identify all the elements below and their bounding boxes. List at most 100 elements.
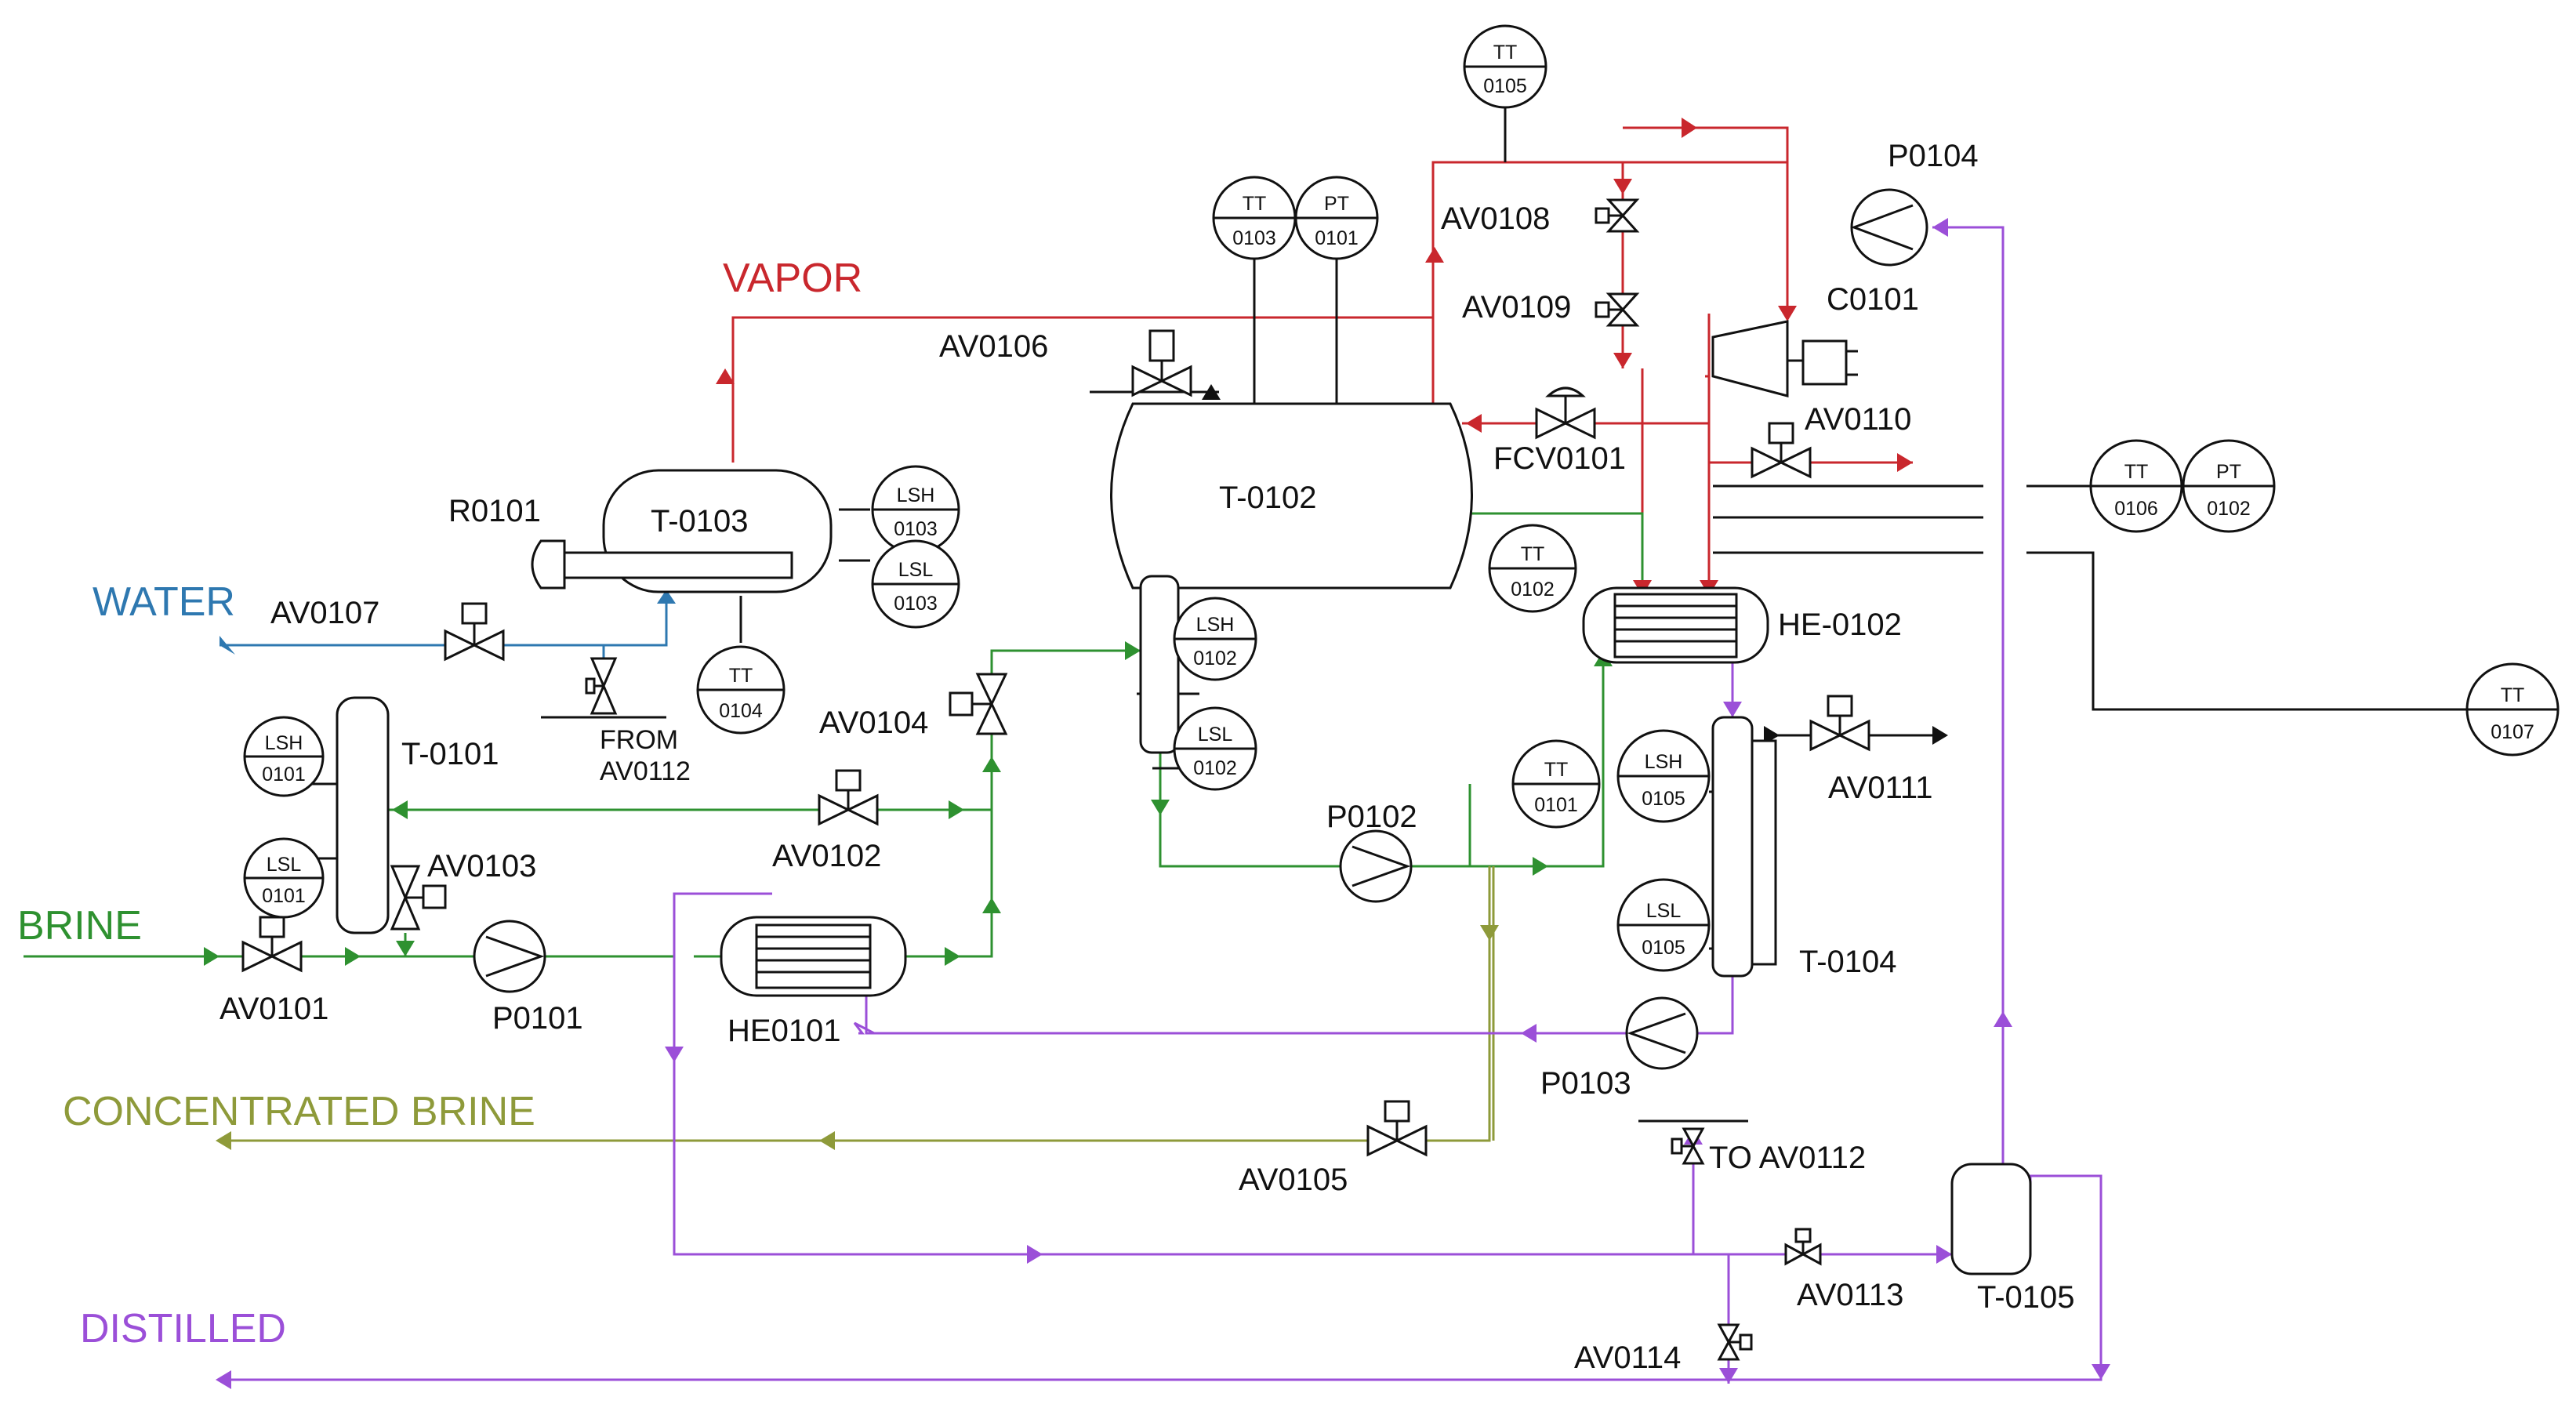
tank-t0104[interactable] (1711, 716, 1777, 978)
instrument-tt0101[interactable] (1511, 739, 1601, 829)
label-av0102: AV0102 (772, 839, 881, 873)
stream-labels: VAPOR WATER BRINE CONCENTRATED BRINE DIS… (17, 256, 862, 1352)
valve-av0111[interactable] (1809, 695, 1870, 752)
lsh0105-tag: LSH (1645, 751, 1683, 773)
label-he0101: HE0101 (727, 1014, 841, 1048)
label-r0101: R0101 (448, 494, 541, 528)
label-t0105: T-0105 (1977, 1280, 2075, 1315)
valve-av0104[interactable] (949, 673, 1008, 735)
tt0106-tag: TT (2124, 461, 2149, 483)
instrument-lsh0105[interactable] (1616, 729, 1711, 823)
lsl0101-tag: LSL (267, 854, 302, 876)
tt0104-num: 0104 (719, 700, 763, 722)
label-p0101: P0101 (492, 1001, 583, 1036)
label-t0101: T-0101 (401, 737, 499, 771)
valve-av0109[interactable] (1595, 292, 1640, 327)
label-av0109: AV0109 (1462, 290, 1571, 325)
pump-p0102[interactable] (1339, 829, 1413, 903)
instrument-text: TT 0105 TT 0103 PT 0101 LSH 0103 LSL 010… (262, 42, 2534, 959)
label-fcv0101: FCV0101 (1493, 441, 1626, 476)
valve-av0106[interactable] (1131, 329, 1192, 397)
instrument-pt0102[interactable] (2182, 439, 2276, 533)
instrument-tt0102[interactable] (1488, 524, 1577, 613)
lsl0101-num: 0101 (262, 885, 306, 907)
valve-av0103[interactable] (390, 865, 447, 931)
instrument-tt0105[interactable] (1463, 24, 1547, 109)
label-t0102: T-0102 (1219, 481, 1317, 515)
tank-t0102[interactable] (1110, 402, 1473, 590)
valve-av0112-to[interactable] (1671, 1127, 1705, 1165)
valve-av0105[interactable] (1366, 1100, 1428, 1157)
valve-av0107[interactable] (444, 602, 505, 662)
instrument-lsh0101[interactable] (243, 716, 325, 797)
heat-exchanger-he0101[interactable] (720, 916, 907, 997)
instrument-lsl0101[interactable] (243, 837, 325, 919)
pump-p0104[interactable] (1850, 188, 1928, 267)
instrument-tt0104[interactable] (696, 645, 785, 735)
label-av0106: AV0106 (939, 329, 1048, 364)
instrument-lsl0105[interactable] (1616, 878, 1711, 972)
stream-label-brine: BRINE (17, 903, 142, 949)
lsl0103-tag: LSL (898, 559, 934, 581)
valve-av0101[interactable] (241, 916, 303, 973)
lsh0105-num: 0105 (1642, 788, 1685, 810)
lsl0102-num: 0102 (1193, 757, 1237, 779)
label-av0110: AV0110 (1805, 402, 1911, 437)
instrument-tt0106[interactable] (2089, 439, 2183, 533)
instrument-lsl0102[interactable] (1173, 706, 1257, 791)
label-c0101: C0101 (1827, 282, 1919, 317)
label-av0114: AV0114 (1574, 1341, 1681, 1375)
instrument-tt0107[interactable] (2465, 662, 2560, 756)
tt0107-tag: TT (2501, 684, 2525, 706)
instrument-pt0101[interactable] (1294, 176, 1379, 260)
instrument-lsl0103[interactable] (871, 539, 960, 629)
instruments (243, 24, 2560, 972)
instrument-lsh0103[interactable] (871, 465, 960, 554)
label-av0108: AV0108 (1441, 201, 1550, 236)
equipment (336, 188, 2032, 1275)
tag-labels: T-0103 R0101 T-0102 T-0101 T-0104 T-0105… (220, 139, 2075, 1375)
heat-exchanger-he0102[interactable] (1582, 586, 1769, 664)
valve-av0114[interactable] (1717, 1323, 1753, 1361)
valve-fcv0101[interactable] (1535, 386, 1596, 440)
label-to-av0112: TO AV0112 (1709, 1141, 1866, 1175)
lsl0105-tag: LSL (1646, 900, 1682, 922)
pump-p0103[interactable] (1625, 996, 1699, 1070)
label-t0103: T-0103 (651, 504, 749, 539)
label-p0103: P0103 (1540, 1066, 1631, 1101)
pt0102-tag: PT (2216, 461, 2241, 483)
tt0102-num: 0102 (1511, 579, 1555, 600)
tank-t0103[interactable] (531, 469, 833, 593)
tank-t0101[interactable] (336, 696, 390, 934)
label-av0105: AV0105 (1239, 1163, 1348, 1197)
tt0101-tag: TT (1544, 759, 1569, 781)
valve-av0108[interactable] (1595, 198, 1640, 233)
valve-av0102[interactable] (818, 769, 879, 826)
stream-label-distilled: DISTILLED (80, 1306, 286, 1352)
label-from-av0112-line2: AV0112 (600, 756, 691, 786)
lsh0103-num: 0103 (894, 518, 938, 540)
tt0105-tag: TT (1493, 42, 1518, 63)
lsh0102-tag: LSH (1196, 614, 1235, 636)
instrument-lsh0102[interactable] (1173, 597, 1257, 681)
lsl0103-num: 0103 (894, 593, 938, 615)
concentrated-brine-lines (220, 866, 1495, 1142)
pump-p0101[interactable] (473, 920, 546, 993)
valve-av0112-from[interactable] (585, 657, 618, 715)
tt0103-tag: TT (1243, 193, 1267, 215)
valve-av0110[interactable] (1751, 422, 1812, 479)
label-he0102: HE-0102 (1778, 608, 1902, 642)
instrument-tt0103[interactable] (1212, 176, 1297, 260)
label-av0111: AV0111 (1828, 771, 1932, 805)
label-av0113: AV0113 (1797, 1278, 1903, 1312)
tank-t0105[interactable] (1950, 1163, 2032, 1275)
lsl0102-tag: LSL (1198, 724, 1233, 746)
tt0105-num: 0105 (1483, 75, 1527, 97)
valve-av0113[interactable] (1784, 1228, 1822, 1266)
tt0106-num: 0106 (2114, 498, 2158, 520)
label-av0103: AV0103 (427, 849, 536, 883)
label-p0104: P0104 (1888, 139, 1979, 173)
compressor-c0101[interactable] (1711, 320, 1858, 397)
tt0102-tag: TT (1521, 543, 1545, 565)
